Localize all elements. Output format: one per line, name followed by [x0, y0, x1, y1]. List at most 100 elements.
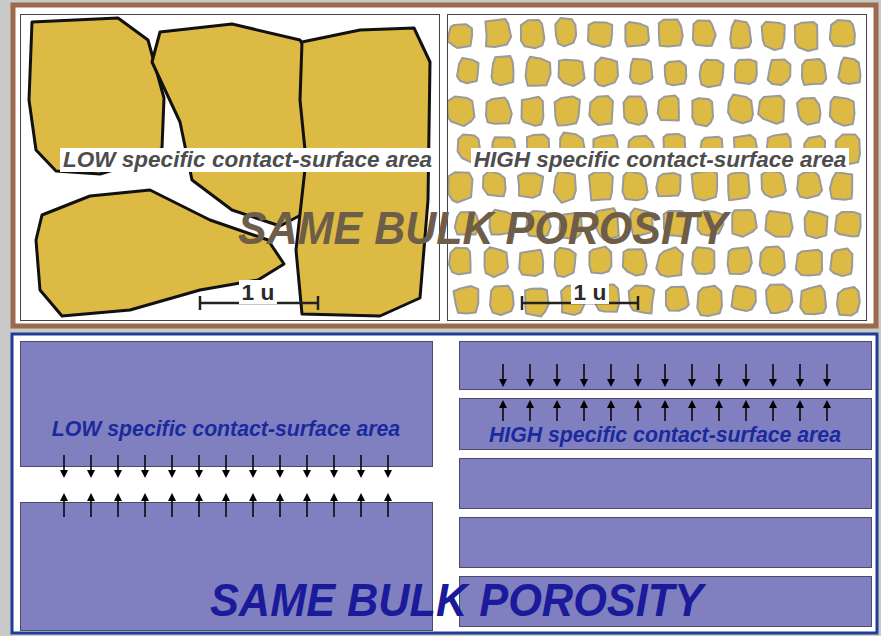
grain — [658, 95, 679, 120]
force-arrow — [225, 455, 227, 472]
grain — [486, 98, 512, 124]
grain — [449, 248, 471, 275]
grain — [448, 24, 472, 48]
force-arrow — [637, 364, 639, 381]
grain — [768, 59, 791, 85]
grain — [492, 56, 514, 85]
force-arrow — [387, 499, 389, 517]
grain — [656, 247, 683, 277]
grain — [485, 19, 511, 47]
arrow-head — [330, 493, 338, 501]
grain — [448, 97, 475, 127]
force-arrow — [718, 406, 720, 421]
grain — [522, 97, 544, 126]
arrow-head — [634, 379, 642, 387]
plate-caption: LOW specific contact-surface area — [52, 418, 400, 441]
grain — [800, 286, 826, 315]
force-arrow — [745, 364, 747, 381]
plate — [460, 342, 872, 390]
arrow-head — [688, 400, 696, 408]
grain — [595, 58, 618, 87]
arrow-head — [796, 379, 804, 387]
arrow-head — [114, 493, 122, 501]
arrow-head — [499, 379, 507, 387]
watermark-heading: SAME BULK POROSITY — [238, 205, 728, 251]
bottom-frame — [12, 334, 877, 633]
plates — [21, 342, 872, 631]
grain — [666, 287, 689, 311]
force-arrow — [360, 455, 362, 472]
arrow-head — [823, 400, 831, 408]
grain — [693, 21, 716, 46]
force-arrow — [718, 364, 720, 381]
grain — [518, 173, 543, 198]
grain — [692, 171, 718, 201]
grain — [519, 250, 543, 276]
arrow-head — [222, 493, 230, 501]
plate-caption: HIGH specific contact-surface area — [489, 424, 841, 447]
plate — [21, 342, 433, 467]
force-arrow — [360, 499, 362, 517]
arrow-head — [87, 493, 95, 501]
grain — [760, 246, 785, 275]
arrow-head — [607, 400, 615, 408]
force-arrow — [171, 455, 173, 472]
grain — [559, 60, 585, 86]
grain — [766, 284, 793, 313]
grain — [454, 286, 479, 313]
scale-tick — [637, 296, 640, 310]
grain — [589, 96, 613, 125]
force-arrow — [556, 364, 558, 381]
plate — [460, 518, 872, 568]
arrow-head — [168, 470, 176, 478]
grain — [589, 172, 613, 200]
arrow-head — [769, 400, 777, 408]
force-arrow — [171, 499, 173, 517]
grain — [485, 247, 509, 277]
arrow-head — [195, 493, 203, 501]
grain — [588, 22, 612, 47]
force-arrow — [279, 455, 281, 472]
arrow-head — [634, 400, 642, 408]
force-arrow — [306, 499, 308, 517]
panel-border — [448, 15, 867, 321]
scale-label: 1 u — [571, 280, 610, 305]
force-arrow — [637, 406, 639, 421]
grain — [835, 212, 861, 237]
arrow-head — [607, 379, 615, 387]
arrow-head — [661, 400, 669, 408]
grain — [762, 22, 785, 50]
force-arrow — [63, 455, 65, 472]
force-arrow — [664, 364, 666, 381]
arrow-head — [715, 379, 723, 387]
force-arrow — [90, 455, 92, 472]
plate — [460, 399, 872, 450]
arrow-head — [249, 470, 257, 478]
thin-plate: HIGH specific contact-surface area — [459, 398, 871, 449]
arrow-head — [357, 493, 365, 501]
arrow-head — [769, 379, 777, 387]
grain — [762, 171, 786, 198]
force-arrow — [198, 455, 200, 472]
grain — [795, 22, 818, 51]
force-arrow — [90, 499, 92, 517]
scale-tick — [521, 296, 524, 310]
grain — [625, 22, 649, 46]
force-arrow — [306, 455, 308, 472]
arrow-head — [222, 470, 230, 478]
scale-label: 1 u — [239, 280, 278, 305]
force-arrow — [117, 499, 119, 517]
force-arrow — [225, 499, 227, 517]
arrow-head — [249, 493, 257, 501]
plate — [460, 459, 872, 509]
force-arrow — [63, 499, 65, 517]
arrow-head — [141, 493, 149, 501]
grain — [796, 250, 822, 276]
grain — [623, 249, 647, 275]
grain — [629, 286, 655, 314]
grain — [728, 247, 752, 274]
grain — [483, 171, 506, 196]
grain — [732, 210, 757, 237]
scale-tick — [199, 296, 202, 310]
